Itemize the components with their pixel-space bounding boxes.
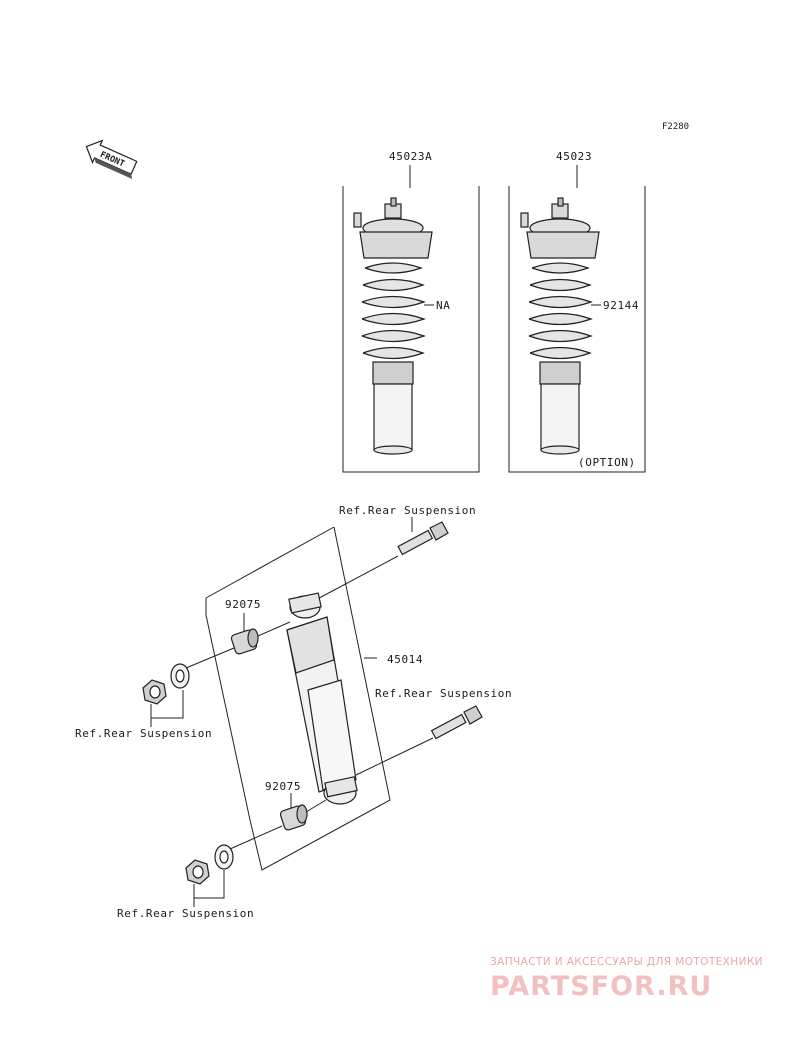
- ref-rear-suspension-bottom: Ref.Rear Suspension: [117, 907, 254, 920]
- coil-spring-b: [528, 262, 593, 360]
- coil-spring-a: [361, 262, 426, 360]
- part-number-45023a: 45023A: [389, 150, 432, 163]
- watermark: ЗАПЧАСТИ И АКСЕССУАРЫ ДЛЯ МОТОТЕХНИКИ PA…: [490, 956, 763, 1002]
- front-arrow-icon: FRONT: [85, 139, 138, 180]
- upper-collar-92075: [230, 628, 259, 655]
- part-number-na: NA: [436, 299, 450, 312]
- rear-shock-exploded: 45014 92075 92075: [142, 521, 483, 907]
- part-number-45023: 45023: [556, 150, 592, 163]
- part-number-92075-upper: 92075: [225, 598, 261, 611]
- diagram-code: F2280: [662, 122, 689, 132]
- ref-rear-suspension-left: Ref.Rear Suspension: [75, 727, 212, 740]
- upper-bolt: [397, 521, 449, 556]
- watermark-brand: PARTSFOR.RU: [490, 971, 712, 1002]
- lower-collar-92075: [279, 804, 308, 831]
- ref-rear-suspension-top: Ref.Rear Suspension: [339, 504, 476, 517]
- lower-bolt: [430, 705, 483, 740]
- watermark-tagline: ЗАПЧАСТИ И АКСЕССУАРЫ ДЛЯ МОТОТЕХНИКИ: [490, 956, 763, 968]
- part-number-45014: 45014: [387, 653, 423, 666]
- option-note: (OPTION): [578, 456, 636, 469]
- upper-nut: [142, 679, 167, 705]
- shock-assembly-b: 45023 92144 (OPTION): [508, 150, 646, 473]
- shock-assembly-a: 45023A NA: [342, 150, 480, 473]
- part-number-92075-lower: 92075: [265, 780, 301, 793]
- lower-nut: [185, 859, 210, 885]
- ref-rear-suspension-right: Ref.Rear Suspension: [375, 687, 512, 700]
- part-number-92144: 92144: [603, 299, 639, 312]
